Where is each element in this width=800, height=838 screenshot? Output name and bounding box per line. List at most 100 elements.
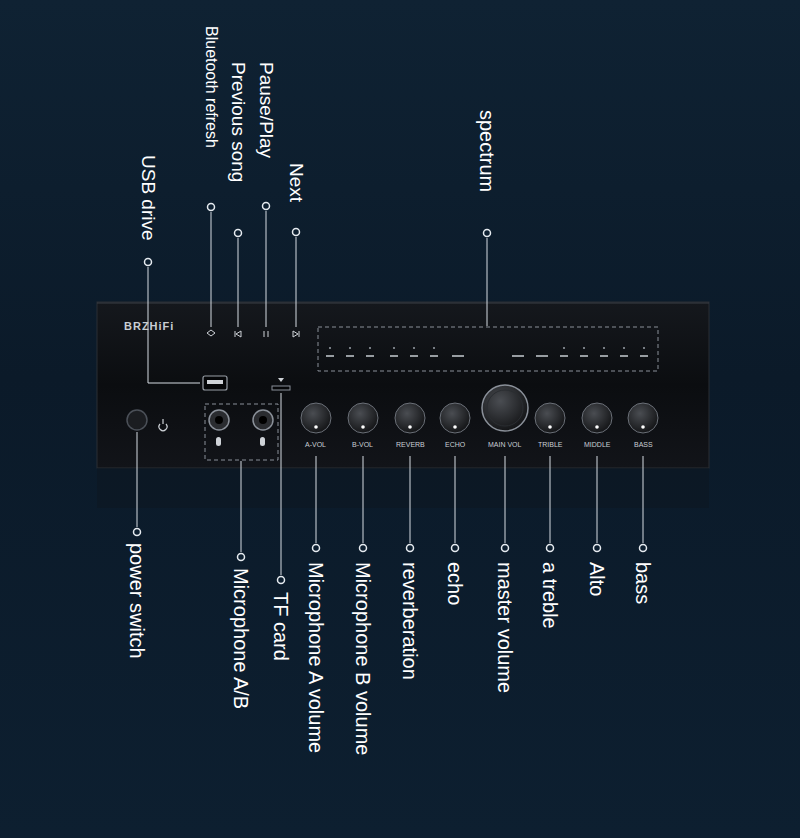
leader-dots xyxy=(134,203,647,584)
svg-circle xyxy=(369,347,371,349)
svg-circle xyxy=(594,545,601,552)
svg-line xyxy=(410,355,418,357)
callout-label: USB drive xyxy=(136,155,159,241)
front-panel xyxy=(97,302,709,508)
svg-path xyxy=(264,331,268,337)
svg-circle xyxy=(361,425,365,429)
callout-label: spectrum xyxy=(475,110,499,192)
svg-circle xyxy=(641,425,645,429)
callout-label: TF card xyxy=(269,592,293,661)
svg-line xyxy=(266,211,267,327)
svg-circle xyxy=(278,577,285,584)
knob-label: MIDDLE xyxy=(584,441,610,449)
svg-circle xyxy=(452,545,459,552)
svg-line xyxy=(536,355,548,357)
svg-rect xyxy=(205,404,278,460)
svg-g xyxy=(326,355,648,357)
usb-port xyxy=(203,376,227,390)
svg-circle xyxy=(127,410,147,430)
svg-circle xyxy=(238,554,245,561)
svg-circle xyxy=(301,403,331,433)
svg-circle xyxy=(145,259,152,266)
svg-rect xyxy=(207,380,223,384)
svg-circle xyxy=(453,425,457,429)
svg-circle xyxy=(484,230,491,237)
svg-circle xyxy=(215,416,223,424)
svg-circle xyxy=(563,347,565,349)
svg-line xyxy=(296,237,297,327)
svg-circle xyxy=(349,347,351,349)
svg-circle xyxy=(640,545,647,552)
svg-circle xyxy=(263,203,270,210)
svg-line xyxy=(137,432,138,527)
svg-circle xyxy=(360,545,367,552)
knob-label: MAIN VOL xyxy=(488,441,521,449)
knobs xyxy=(301,385,658,433)
svg-line xyxy=(512,355,524,357)
svg-line xyxy=(281,393,282,575)
svg-line xyxy=(455,456,456,543)
svg-rect xyxy=(318,327,658,371)
svg-line xyxy=(580,355,588,357)
svg-circle xyxy=(433,347,435,349)
svg-line xyxy=(211,212,212,327)
svg-circle xyxy=(208,204,215,211)
callout-label: Microphone A/B xyxy=(229,568,253,709)
knob-label: B-VOL xyxy=(352,441,373,449)
svg-g xyxy=(329,347,645,349)
svg-line xyxy=(390,355,398,357)
svg-path xyxy=(278,378,284,382)
svg-line xyxy=(238,238,239,327)
knob-label: ECHO xyxy=(445,441,465,449)
svg-circle xyxy=(209,410,229,430)
svg-circle xyxy=(482,385,528,431)
callout-label: Pause/Play xyxy=(254,62,277,158)
spectrum-display xyxy=(318,327,658,371)
svg-line xyxy=(643,456,644,543)
callout-label: Previous song xyxy=(226,62,249,182)
svg-rect xyxy=(97,468,709,508)
svg-line xyxy=(452,355,464,357)
svg-rect xyxy=(216,437,221,446)
svg-circle xyxy=(623,347,625,349)
svg-path xyxy=(207,330,215,336)
svg-path xyxy=(159,419,167,431)
knob-label: BASS xyxy=(634,441,653,449)
svg-path xyxy=(235,331,241,337)
svg-circle xyxy=(502,545,509,552)
svg-circle xyxy=(487,390,523,426)
callout-label: reverberation xyxy=(398,562,422,680)
svg-circle xyxy=(393,347,395,349)
mic-jacks xyxy=(205,404,278,460)
svg-rect xyxy=(203,376,227,390)
svg-line xyxy=(410,456,411,543)
svg-line xyxy=(363,456,364,543)
svg-circle xyxy=(628,403,658,433)
svg-circle xyxy=(134,529,141,536)
svg-circle xyxy=(259,416,267,424)
svg-circle xyxy=(583,347,585,349)
svg-circle xyxy=(535,403,565,433)
svg-circle xyxy=(235,230,242,237)
svg-circle xyxy=(407,545,414,552)
svg-circle xyxy=(329,347,331,349)
svg-circle xyxy=(603,347,605,349)
knob-label: REVERB xyxy=(396,441,425,449)
leader-lines xyxy=(137,211,643,575)
svg-line xyxy=(550,456,551,543)
power-button xyxy=(127,410,167,431)
svg-circle xyxy=(253,410,273,430)
svg-circle xyxy=(582,403,612,433)
svg-line xyxy=(487,238,488,326)
svg-line xyxy=(620,355,628,357)
svg-circle xyxy=(643,347,645,349)
brand-logo: BRZHiFi xyxy=(124,320,174,333)
svg-circle xyxy=(348,403,378,433)
svg-line xyxy=(430,355,438,357)
svg-circle xyxy=(314,425,318,429)
svg-path xyxy=(293,331,299,337)
callout-label: Microphone B volume xyxy=(351,562,375,755)
svg-line xyxy=(316,456,317,543)
